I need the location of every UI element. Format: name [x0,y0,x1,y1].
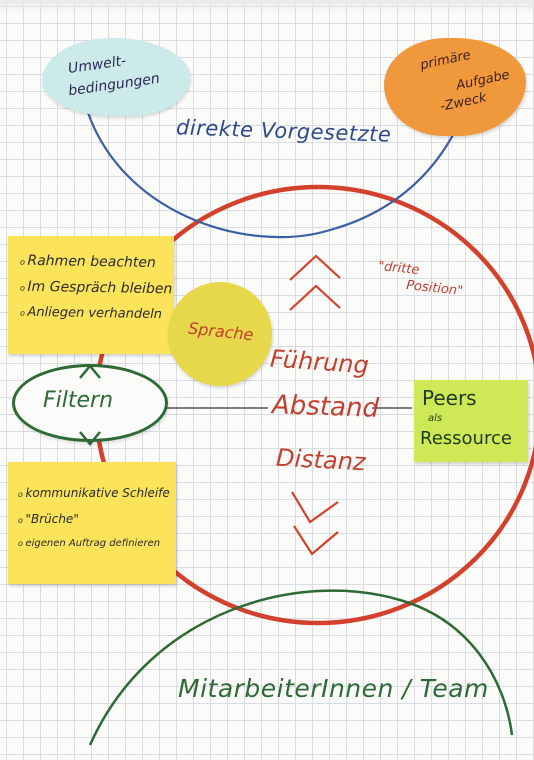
note-top-item: Rahmen beachten [20,253,174,272]
filter-shape: Filtern [12,364,168,442]
chevron-up-icon [289,254,341,281]
sprache-label: Sprache [187,318,255,345]
sticky-note-peers: Peers als Ressource [414,380,528,462]
cloud-primaere-aufgabe: primäre Aufgabe -Zweck [384,38,526,136]
note-top-item: Im Gespräch bleiben [20,279,174,298]
peers-line1: Peers [422,386,477,410]
filter-label: Filtern [43,388,114,413]
label-distanz: Distanz [275,443,367,477]
chevron-up-icon-2 [289,284,341,311]
cloud-right-line1: primäre [418,47,473,74]
note-bottom-item: eigenen Auftrag definieren [18,538,176,549]
blue-arc [80,91,470,239]
cloud-left-line1: Umwelt- [67,53,128,77]
cloud-right-line2: Aufgabe [454,67,512,94]
filter-chevrons [79,364,101,446]
sticky-note-top: Rahmen beachten Im Gespräch bleiben Anli… [8,236,174,354]
chevron-down-icon-2 [293,525,339,556]
label-abstand: Abstand [271,390,380,424]
peers-line2: als [428,413,443,424]
sticky-note-bottom: kommunikative Schleife "Brüche" eigenen … [8,462,176,584]
peers-line3: Ressource [420,428,512,449]
green-arc [88,589,514,746]
chevron-down-icon [291,491,339,524]
cloud-right-line3: -Zweck [438,90,488,115]
label-mitarbeiter-team: MitarbeiterInnen / Team [178,674,489,703]
sprache-circle: Sprache [168,282,272,386]
note-bottom-list: kommunikative Schleife "Brüche" eigenen … [8,462,176,549]
cloud-umweltbedingungen: Umwelt- bedingungen [42,38,190,116]
note-bottom-item: kommunikative Schleife [18,486,176,500]
note-bottom-item: "Brüche" [18,512,176,526]
filter-chevron-down-icon [79,431,101,446]
note-top-item: Anliegen verhandeln [20,305,174,323]
cloud-left-line2: bedingungen [67,70,161,100]
filter-chevron-up-icon [79,364,101,379]
note-top-list: Rahmen beachten Im Gespräch bleiben Anli… [8,236,174,323]
